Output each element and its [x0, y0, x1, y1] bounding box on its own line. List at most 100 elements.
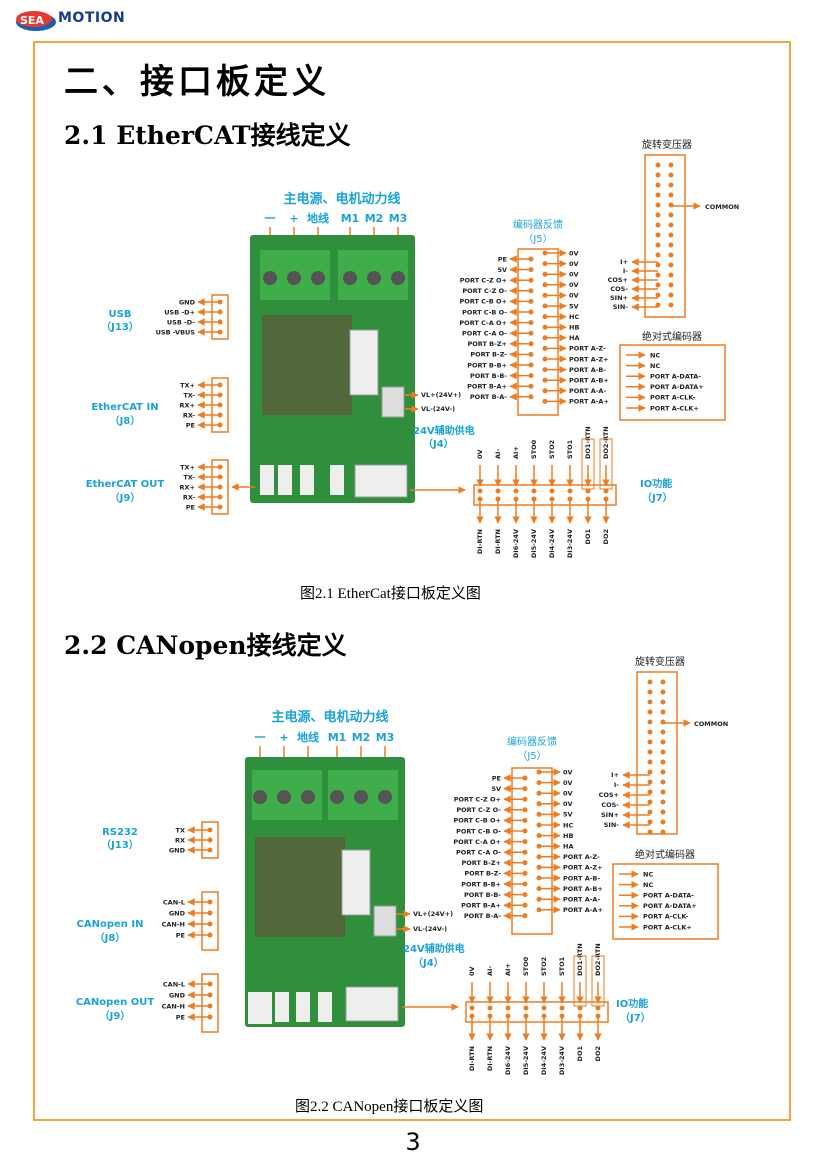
- abs-box: [612, 863, 719, 940]
- power-label: +: [289, 212, 298, 225]
- encoder-pin-right: PORT A-Z-: [563, 853, 600, 861]
- encoder-pin-right: PORT A-A+: [569, 398, 609, 406]
- encoder-pin-right: HC: [563, 821, 573, 829]
- encoder-pin-left: PORT B-A-: [464, 912, 501, 920]
- encoder-pin-right: HB: [569, 324, 579, 332]
- side-pin: GND: [169, 846, 186, 854]
- io-title: IO功能: [616, 997, 648, 1010]
- io-pin-bottom: DO2: [602, 529, 610, 544]
- resolver-title: 旋转变压器: [635, 655, 685, 668]
- power-label: 一: [265, 212, 276, 225]
- io-pin-bottom: DI6-24V: [504, 1046, 512, 1075]
- usb-connector: [211, 294, 229, 340]
- encoder-pin-right: HB: [563, 832, 573, 840]
- figure-canopen: 主电源、电机动力线 一 + 地线 M1 M2 M3 旋转变压器 COMMON I…: [76, 655, 728, 1075]
- io-connector: [465, 1001, 609, 1023]
- encoder-pin-right: 0V: [569, 260, 579, 268]
- encoder-pin-left: PORT C-A O-: [456, 849, 501, 857]
- usb-sub: （J13）: [101, 320, 139, 333]
- encoder-title: 编码器反馈: [507, 735, 557, 748]
- power-label: M3: [389, 212, 408, 225]
- io-pin-bottom: DI-RTN: [494, 529, 502, 554]
- rs232-sub: （J13）: [101, 838, 139, 851]
- abs-pin: NC: [650, 351, 660, 359]
- resolver-pins: [647, 679, 666, 835]
- encoder-title: 编码器反馈: [513, 218, 563, 231]
- resolver-pin: COS-: [610, 285, 628, 293]
- io-pin-top: STO1: [566, 439, 574, 459]
- io-pin-bottom: DO1: [576, 1046, 584, 1062]
- abs-pin: PORT A-DATA-: [643, 892, 694, 900]
- side-pin: RX+: [180, 483, 195, 491]
- abs-pin: PORT A-DATA-: [650, 373, 701, 381]
- side-pin: GND: [169, 909, 186, 917]
- io-pin-top: 0V: [476, 449, 484, 459]
- side-pin: CAN-L: [163, 898, 185, 906]
- io-pin-top: 0V: [468, 966, 476, 976]
- encoder-pin-left: PE: [492, 774, 501, 782]
- aux-vl-plus: VL+(24V+): [421, 391, 461, 399]
- io-pin-top: AI+: [504, 963, 512, 976]
- encoder-pin-left: PORT B-A+: [461, 902, 501, 910]
- encoder-pin-right: PORT A-B-: [569, 366, 606, 374]
- side-pin: RX+: [180, 401, 195, 409]
- encoder-pin-left: PORT C-Z O-: [462, 287, 507, 295]
- encoder-pin-left: PORT C-Z O-: [456, 806, 501, 814]
- encoder-connector: [517, 248, 559, 416]
- encoder-sub: （J5）: [517, 750, 546, 762]
- io-pin-top: AI-: [494, 449, 502, 459]
- io-pin-bottom: DI-RTN: [476, 529, 484, 554]
- page-number: 3: [405, 1128, 421, 1156]
- power-title: 主电源、电机动力线: [283, 191, 400, 207]
- io-pin-top: STO2: [540, 957, 548, 976]
- encoder-pin-left: PORT B-B-: [464, 891, 501, 899]
- side-pin: USB -D-: [167, 318, 195, 326]
- power-title: 主电源、电机动力线: [271, 709, 388, 725]
- resolver-pin: I-: [614, 781, 619, 789]
- side-pin: USB -VBUS: [156, 328, 196, 336]
- encoder-pin-right: PORT A-B+: [563, 885, 603, 893]
- section1-caption: 图2.1 EtherCat接口板定义图: [300, 586, 481, 602]
- encoder-pin-left: PORT B-Z-: [464, 870, 501, 878]
- resolver-common: COMMON: [705, 203, 739, 211]
- io-pin-bottom: DI4-24V: [548, 529, 556, 558]
- resolver-pin: SIN+: [601, 811, 619, 819]
- aux-title: 24V辅助供电: [413, 424, 475, 437]
- side-pin: PE: [176, 931, 185, 939]
- abs-pin: PORT A-CLK+: [650, 404, 699, 412]
- encoder-pin-right: PORT A-A-: [563, 896, 600, 904]
- side-pin: PE: [186, 421, 195, 429]
- section2-caption: 图2.2 CANopen接口板定义图: [295, 1099, 484, 1115]
- power-label: 一: [255, 731, 266, 744]
- encoder-pin-right: 5V: [569, 302, 579, 310]
- encoder-pin-right: 0V: [563, 790, 573, 798]
- resolver-pin: I+: [611, 771, 619, 779]
- encoder-connector: [511, 767, 553, 935]
- resolver-pin: I+: [620, 258, 628, 266]
- power-label: M3: [376, 731, 395, 744]
- encoder-pin-left: PORT C-Z O+: [454, 796, 501, 804]
- encoder-pin-right: 0V: [569, 292, 579, 300]
- io-connector: [473, 484, 617, 506]
- io-pins: 0VDI-RTNAI-DI-RTNAI+DI6-24VSTO0DI5-24VST…: [465, 943, 609, 1075]
- canout-connector: [201, 973, 219, 1033]
- canout-sub: （J9）: [100, 1009, 131, 1022]
- io-pin-top: STO0: [522, 956, 530, 976]
- encoder-pin-right: 0V: [563, 800, 573, 808]
- abs-pin: NC: [643, 881, 653, 889]
- side-pin: GND: [169, 991, 186, 999]
- power-label: 地线: [297, 730, 319, 744]
- abs-title: 绝对式编码器: [635, 848, 695, 861]
- resolver-pin: COS-: [601, 801, 619, 809]
- ecin-name: EtherCAT IN: [91, 402, 158, 413]
- ecin-pins: TX+TX-RX+RX-PE: [180, 381, 223, 429]
- aux-vl-minus: VL-(24V-): [413, 925, 447, 933]
- io-pin-top: STO0: [530, 439, 538, 459]
- io-pin-bottom: DO1: [584, 529, 592, 545]
